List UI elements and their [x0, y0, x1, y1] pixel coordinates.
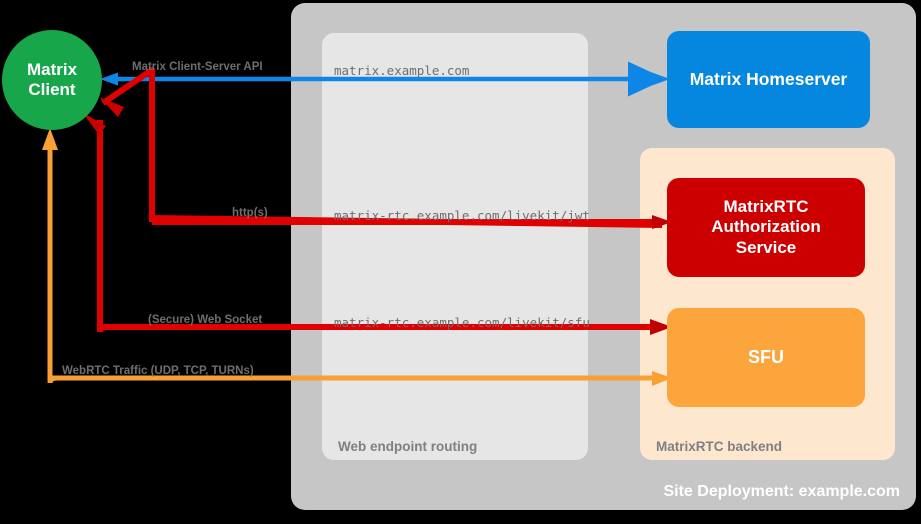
route-label-matrix-example-com: matrix.example.com [334, 63, 470, 78]
node-matrix-homeserver-label: Matrix Homeserver [689, 69, 848, 90]
route-label-livekit-jwt: matrix-rtc.example.com/livekit/jwt [334, 208, 590, 223]
node-sfu[interactable]: SFU [667, 308, 865, 407]
edge-matrix-client-server-api [100, 61, 670, 97]
node-auth-service-line1: MatrixRTC [723, 197, 809, 217]
node-matrix-client-label: Matrix Client [27, 60, 77, 100]
panel-caption-web-endpoint-routing: Web endpoint routing [338, 439, 478, 454]
panel-web-endpoint-routing [322, 33, 588, 460]
edge-webrtc-traffic [42, 128, 672, 386]
node-matrix-homeserver[interactable]: Matrix Homeserver [667, 31, 870, 128]
edge-label-https: http(s) [232, 207, 268, 219]
node-matrix-client-line2: Client [28, 80, 76, 99]
edge-label-secure-websocket: (Secure) Web Socket [148, 314, 263, 326]
edge-secure-websocket [83, 113, 672, 335]
node-sfu-label: SFU [748, 346, 784, 367]
node-matrix-client-line1: Matrix [26, 59, 78, 79]
route-label-livekit-sfu: matrix-rtc.example.com/livekit/sfu [334, 315, 590, 330]
node-auth-service-label: MatrixRTC Authorization Service [711, 197, 821, 257]
edge-label-matrix-client-server-api: Matrix Client-Server API [132, 61, 263, 73]
node-matrix-client[interactable]: Matrix Client [2, 30, 102, 130]
panel-caption-matrixrtc-backend: MatrixRTC backend [656, 439, 783, 454]
edge-label-webrtc-traffic: WebRTC Traffic (UDP, TCP, TURNs) [62, 365, 254, 377]
node-matrixrtc-authorization-service[interactable]: MatrixRTC Authorization Service [667, 178, 865, 277]
edge-https-jwt [99, 67, 672, 229]
node-auth-service-line3: Service [735, 237, 797, 257]
panel-caption-site-deployment: Site Deployment: example.com [663, 483, 900, 500]
node-auth-service-line2: Authorization [711, 217, 821, 237]
